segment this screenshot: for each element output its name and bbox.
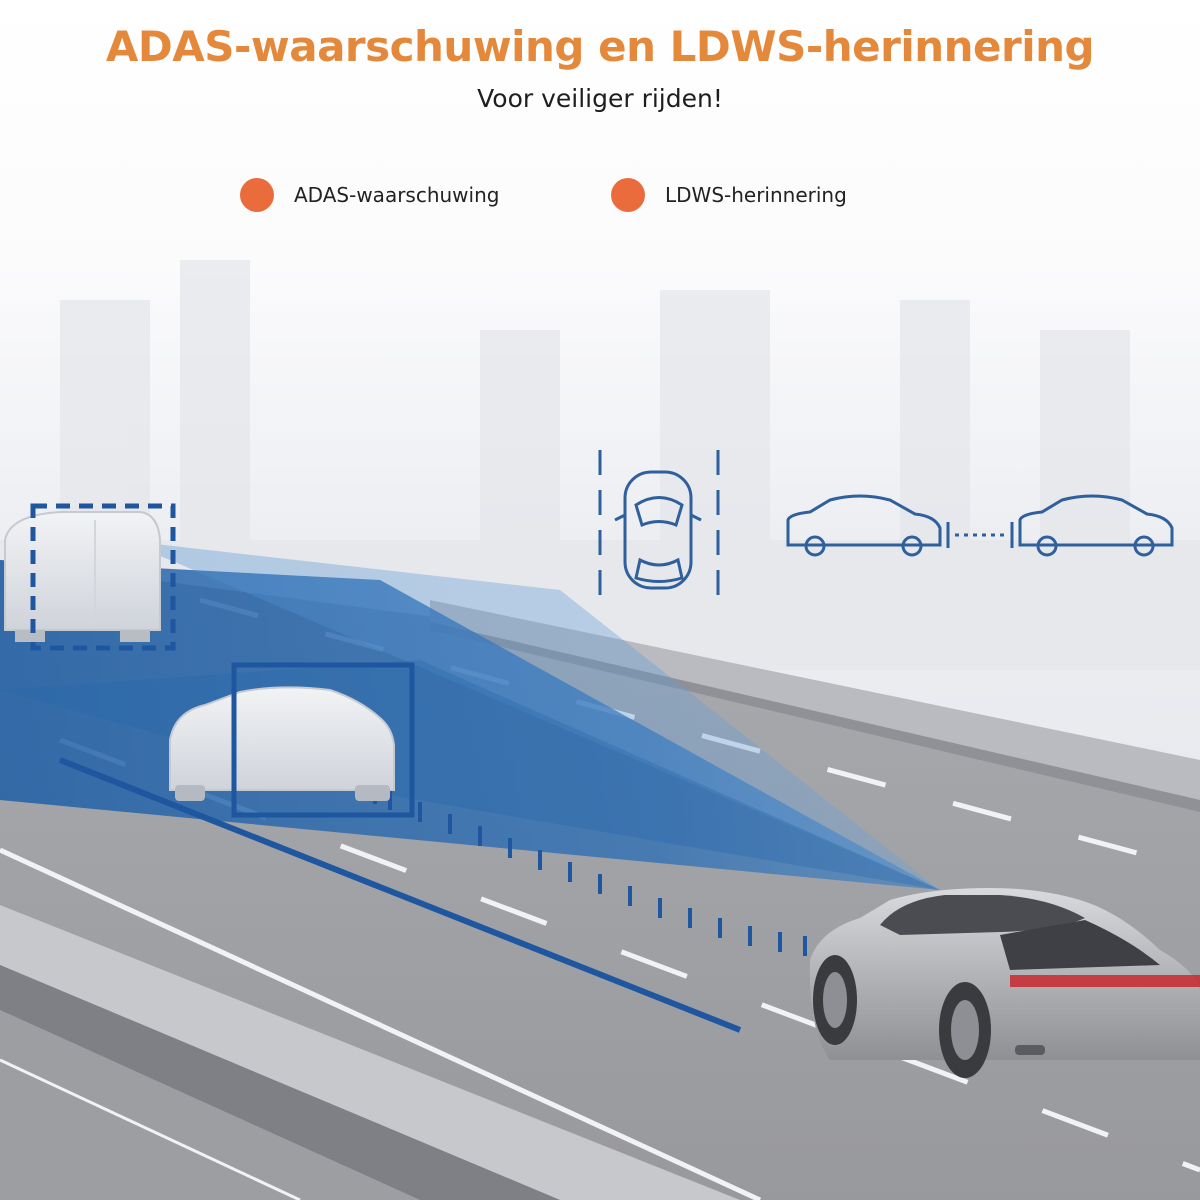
lane-departure-icon <box>598 450 720 595</box>
legend-item-adas: ADAS-waarschuwing <box>240 177 499 213</box>
forward-collision-distance-icon <box>786 494 1174 557</box>
own-car <box>809 888 1200 1078</box>
legend-dot-icon <box>240 178 274 212</box>
legend-label-ldws: LDWS-herinnering <box>665 183 847 207</box>
legend-item-ldws: LDWS-herinnering <box>611 177 847 213</box>
legend-label-adas: ADAS-waarschuwing <box>294 183 500 207</box>
page-subtitle: Voor veiliger rijden! <box>477 84 723 113</box>
page-title: ADAS-waarschuwing en LDWS-herinnering <box>105 22 1095 71</box>
detected-car <box>169 662 415 818</box>
legend-dot-icon <box>611 178 645 212</box>
detected-van <box>4 503 176 651</box>
